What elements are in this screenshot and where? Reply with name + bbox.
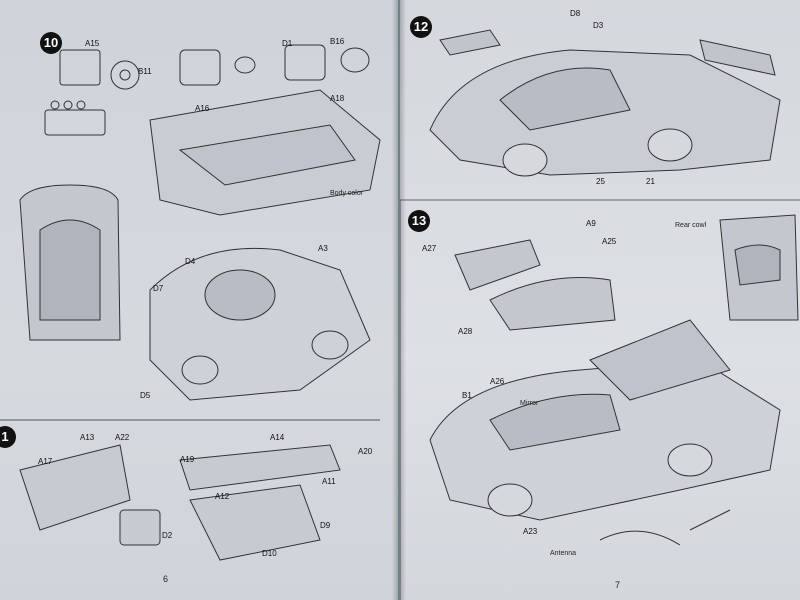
part-label: A22	[115, 433, 130, 442]
part-label: D3	[593, 21, 604, 30]
page-right: 12 13	[400, 0, 800, 600]
part-label: A13	[80, 433, 95, 442]
page-number-left: 6	[163, 574, 169, 584]
part-label: B16	[330, 37, 345, 46]
part-label: A26	[490, 377, 505, 386]
intake-part-drawing	[454, 239, 541, 291]
part-label: D2	[162, 531, 173, 540]
part-label: A19	[180, 455, 195, 464]
page-left: 10	[0, 0, 398, 600]
step-12-badge: 12	[410, 16, 432, 38]
part-label: B11	[138, 67, 152, 76]
part-label: 25	[596, 177, 605, 186]
cowl-part-drawing	[489, 277, 616, 331]
part-label: A18	[330, 94, 345, 103]
page-number-right: 7	[615, 580, 621, 590]
antenna-note: Antenna	[550, 550, 577, 557]
left-page-drawings	[0, 44, 381, 561]
part-label: D9	[320, 521, 331, 530]
part-label: B1	[462, 391, 472, 400]
dash-part-drawing	[59, 49, 101, 86]
part-label: D5	[140, 391, 151, 400]
part-label: A20	[358, 447, 373, 456]
part-label: A15	[85, 39, 100, 48]
final-car-drawing	[429, 359, 781, 521]
part-label: D7	[153, 284, 164, 293]
rear-cowl-open-drawing	[589, 319, 731, 401]
part-label: A14	[270, 433, 285, 442]
step-10-badge: 10	[40, 32, 62, 54]
gauge-part-drawing	[44, 109, 106, 136]
mirror-note: Mirror	[520, 400, 539, 407]
step-13-badge: 13	[408, 210, 430, 232]
part-label: D4	[185, 257, 196, 266]
right-page-drawings	[400, 29, 800, 600]
step-11-badge: 1	[0, 426, 16, 448]
part-label: A9	[586, 219, 596, 228]
part-label: 21	[646, 177, 655, 186]
part-label: A23	[523, 527, 538, 536]
rear-body-part-drawing	[189, 484, 321, 561]
rear-cowl-part-drawing	[19, 444, 131, 531]
body-assembly-drawing	[149, 247, 371, 401]
part-label: A3	[318, 244, 328, 253]
part-label: A17	[38, 457, 53, 466]
part-label: D10	[262, 549, 277, 558]
part-label: A12	[215, 492, 230, 501]
part-label: D1	[282, 39, 293, 48]
rear-cowl-note: Rear cowl	[675, 222, 707, 229]
part-label: A11	[322, 477, 336, 486]
part-label: A28	[458, 327, 473, 336]
part-label: A25	[602, 237, 617, 246]
wing-part-drawing	[179, 444, 341, 491]
book-spine-shadow	[392, 0, 406, 600]
part-label: D8	[570, 9, 581, 18]
rear-wing-drawing	[699, 39, 776, 76]
part-label: A27	[422, 244, 437, 253]
steering-wheel-drawing	[110, 60, 140, 90]
part-label: A16	[195, 104, 210, 113]
body-color-note: Body color	[330, 190, 364, 197]
